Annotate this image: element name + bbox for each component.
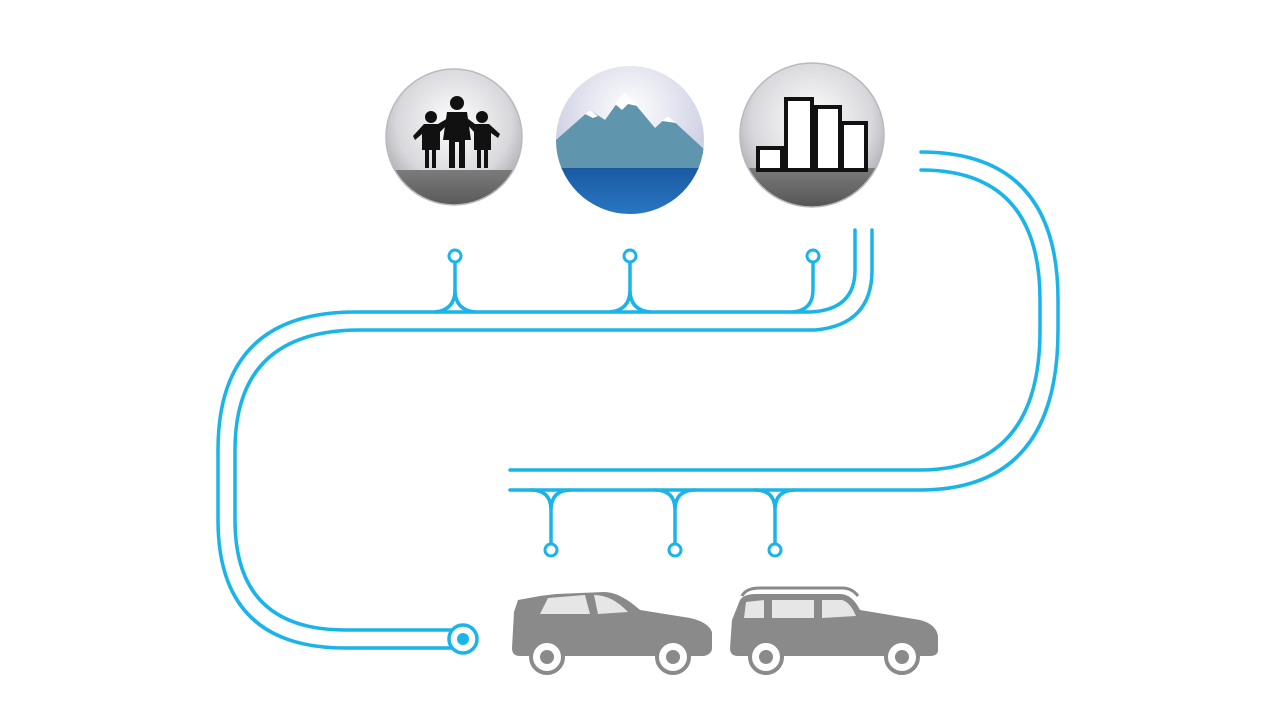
- mountain-icon: [556, 66, 704, 214]
- node-lower-1: [543, 542, 559, 558]
- branch-lower-3: [753, 488, 797, 550]
- route-lines: [216, 150, 1060, 650]
- branch-mountain: [608, 255, 652, 314]
- branch-city: [791, 255, 815, 314]
- branch-lower-2: [653, 488, 697, 550]
- node-lower-3: [767, 542, 783, 558]
- route-endpoint: [447, 623, 479, 655]
- route-line-inner: [216, 228, 857, 650]
- branch-family: [433, 255, 477, 314]
- route-line-outer: [233, 228, 874, 632]
- route-line-right-inner: [508, 168, 1042, 472]
- node-mountain: [622, 248, 638, 264]
- node-lower-2: [667, 542, 683, 558]
- city-buildings-icon: [739, 62, 885, 208]
- route-nodes: [447, 248, 821, 558]
- node-city: [805, 248, 821, 264]
- node-family: [447, 248, 463, 264]
- suv-car-icon: [512, 592, 712, 675]
- route-line-right-outer: [508, 150, 1060, 492]
- family-icon: [385, 68, 523, 206]
- wagon-car-icon: [730, 586, 938, 675]
- branch-lower-1: [529, 488, 573, 550]
